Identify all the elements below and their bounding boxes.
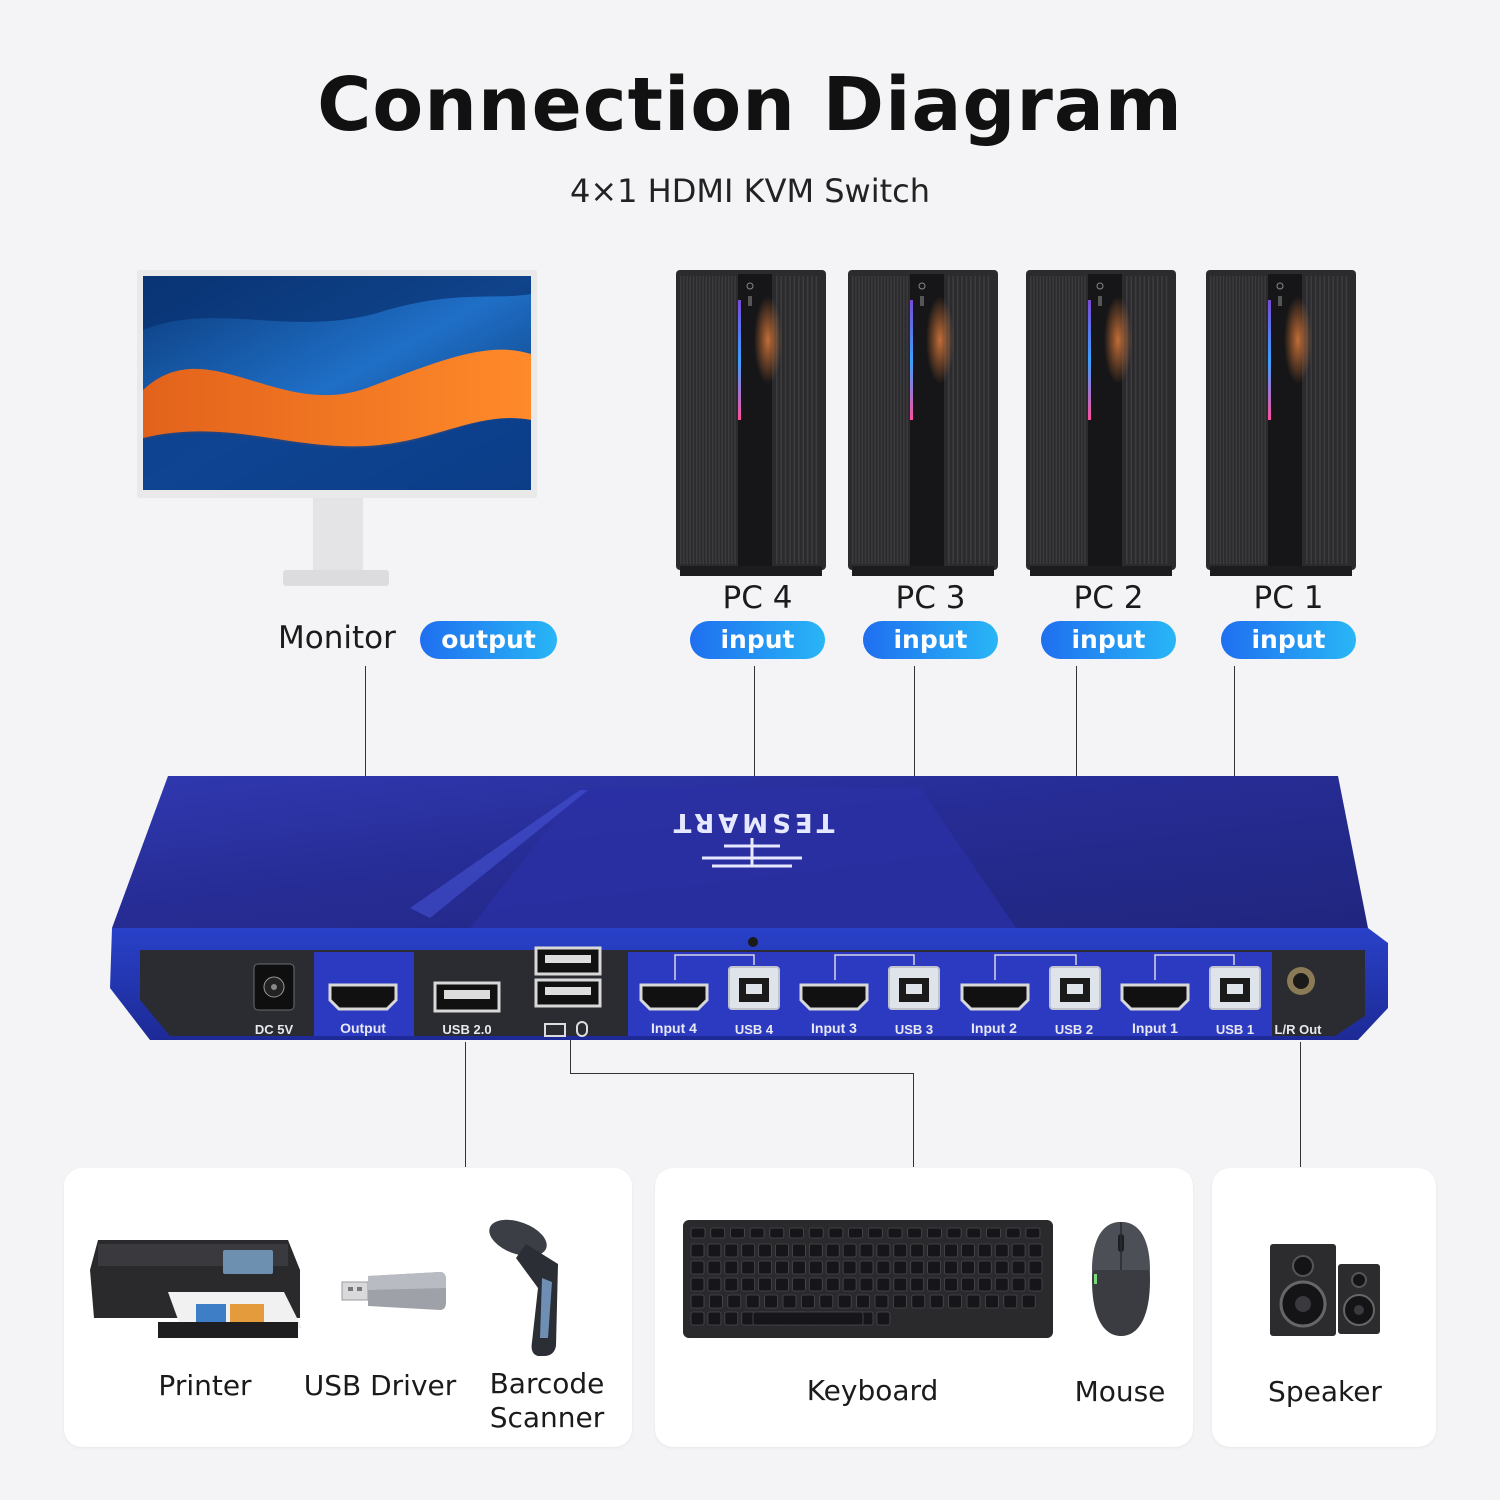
port-label-lrout: L/R Out [1274, 1022, 1322, 1037]
barcode-scanner-label-line1: Barcode [489, 1367, 605, 1400]
line-kbm-horizontal [570, 1073, 914, 1074]
port-label-dc: DC 5V [254, 1022, 294, 1037]
usb-driver-label: USB Driver [303, 1369, 457, 1402]
pc-2-label: PC 2 [1073, 580, 1144, 616]
usb-b-1-port-icon [1207, 964, 1263, 1012]
port-label-input2: Input 2 [971, 1020, 1017, 1036]
pc-2-image [1026, 270, 1176, 578]
usb-b-3-port-icon [886, 964, 942, 1012]
dc-power-jack-icon [252, 962, 296, 1012]
page-subtitle: 4×1 HDMI KVM Switch [569, 172, 931, 210]
output-badge: output [420, 621, 557, 659]
printer-icon [88, 1230, 306, 1342]
hdmi-input-3-port-icon [798, 982, 870, 1012]
usb-a-port-icon [432, 980, 502, 1014]
keyboard-mouse-port-icon [543, 1020, 593, 1038]
hdmi-input-1-port-icon [1119, 982, 1191, 1012]
pc-3-image [848, 270, 998, 578]
port-label-usb2: USB 2 [1054, 1022, 1094, 1037]
port-label-input1: Input 1 [1132, 1020, 1178, 1036]
usb-drive-icon [338, 1270, 448, 1314]
monitor-image [137, 270, 537, 595]
hdmi-input-4-port-icon [638, 982, 710, 1012]
hdmi-input-2-port-icon [959, 982, 1031, 1012]
barcode-scanner-icon [486, 1218, 578, 1360]
pc-1-input-badge: input [1221, 621, 1356, 659]
port-label-usb4: USB 4 [734, 1022, 774, 1037]
svg-text:TESMART: TESMART [670, 807, 835, 837]
usb-dual-port-icon [533, 945, 603, 1009]
port-label-usb20: USB 2.0 [442, 1022, 492, 1037]
line-kbm-drop [570, 1040, 571, 1073]
hdmi-output-port-icon [327, 982, 399, 1012]
audio-jack-icon [1284, 964, 1318, 998]
mouse-icon [1090, 1220, 1152, 1338]
line-usb20 [465, 1042, 466, 1167]
port-label-usb1: USB 1 [1215, 1022, 1255, 1037]
usb-b-4-port-icon [726, 964, 782, 1012]
pc-4-image [676, 270, 826, 578]
keyboard-icon [683, 1220, 1053, 1338]
speaker-icon [1266, 1242, 1382, 1338]
monitor-label: Monitor [278, 620, 396, 656]
pc-1-label: PC 1 [1253, 580, 1324, 616]
mouse-label: Mouse [1074, 1375, 1166, 1408]
pc-3-input-badge: input [863, 621, 998, 659]
barcode-scanner-label-line2: Scanner [489, 1401, 605, 1434]
pc-2-input-badge: input [1041, 621, 1176, 659]
brand-logo: TESMART [632, 806, 872, 876]
port-label-input4: Input 4 [651, 1020, 697, 1036]
page-title: Connection Diagram [317, 62, 1183, 148]
pc-3-label: PC 3 [895, 580, 966, 616]
keyboard-label: Keyboard [806, 1374, 939, 1407]
usb-b-2-port-icon [1047, 964, 1103, 1012]
port-label-output: Output [340, 1020, 386, 1036]
line-kbm-rise [913, 1073, 914, 1167]
line-audio [1300, 1042, 1301, 1167]
speaker-label: Speaker [1268, 1375, 1382, 1408]
pc-4-label: PC 4 [722, 580, 793, 616]
printer-label: Printer [158, 1369, 252, 1402]
port-label-usb3: USB 3 [894, 1022, 934, 1037]
pc-1-image [1206, 270, 1356, 578]
pc-4-input-badge: input [690, 621, 825, 659]
port-label-input3: Input 3 [811, 1020, 857, 1036]
